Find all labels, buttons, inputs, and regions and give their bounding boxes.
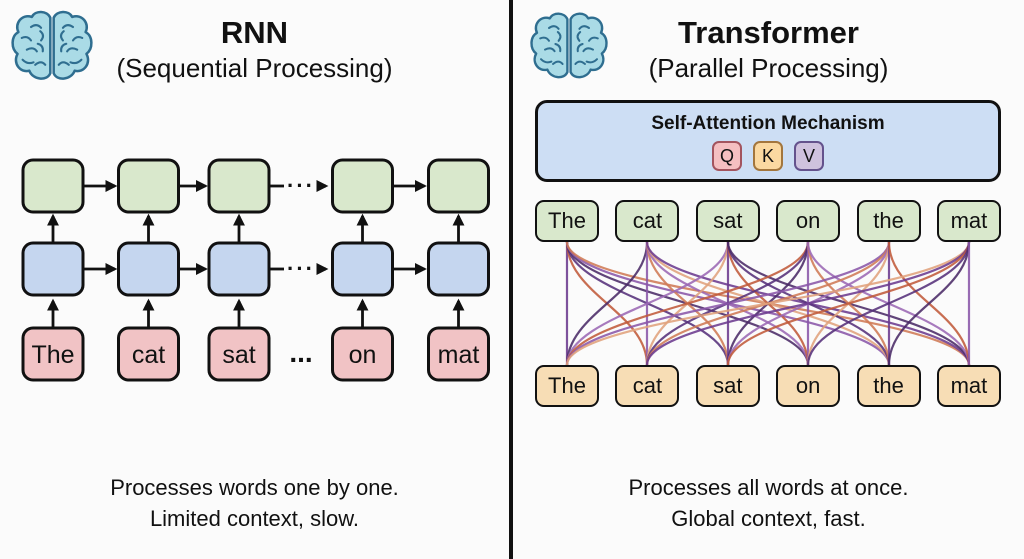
rnn-diagram: ··· ··· ... The cat sat on mat <box>21 158 490 382</box>
transformer-caption-line1: Processes all words at once. <box>628 475 909 500</box>
transformer-header: Transformer (Parallel Processing) <box>513 0 1024 85</box>
rnn-caption-line1: Processes words one by one. <box>110 475 399 500</box>
rnn-caption-line2: Limited context, slow. <box>149 506 360 531</box>
rnn-output-box <box>207 158 271 214</box>
transformer-top-word: mat <box>936 200 1001 242</box>
rnn-output-box <box>331 158 394 214</box>
rnn-input-word: sat <box>222 341 255 369</box>
rnn-input-word: The <box>31 341 74 369</box>
qkv-chip-row: Q K V <box>538 141 998 171</box>
rnn-hidden-box <box>427 241 490 297</box>
rnn-hidden-box <box>21 241 85 297</box>
rnn-panel: RNN (Sequential Processing) <box>0 0 509 559</box>
transformer-bottom-word: mat <box>936 365 1001 407</box>
transformer-subtitle: (Parallel Processing) <box>648 53 889 83</box>
attention-line <box>565 242 730 365</box>
brain-icon <box>10 6 94 90</box>
rnn-caption: Processes words one by one. Limited cont… <box>0 472 509 534</box>
rnn-input-row <box>21 326 490 382</box>
rnn-output-box <box>427 158 490 214</box>
transformer-bottom-word: sat <box>695 365 760 407</box>
attention-line <box>645 242 971 365</box>
attention-line <box>887 242 971 365</box>
attention-line <box>726 242 971 365</box>
rnn-header: RNN (Sequential Processing) <box>0 0 509 85</box>
rnn-input-word: on <box>349 341 377 369</box>
ellipsis-dots: ··· <box>287 173 315 198</box>
panel-divider <box>509 0 513 559</box>
self-attention-box: Self-Attention Mechanism Q K V <box>535 100 1001 182</box>
k-chip: K <box>753 141 783 171</box>
transformer-bottom-word-row: The cat sat on the mat <box>535 365 1001 407</box>
attention-line <box>565 242 649 365</box>
transformer-caption-line2: Global context, fast. <box>671 506 866 531</box>
rnn-output-box <box>21 158 85 214</box>
rnn-up-arrows-top <box>47 213 465 243</box>
rnn-hidden-box <box>117 241 180 297</box>
rnn-title: RNN <box>220 15 289 50</box>
rnn-input-word: mat <box>438 341 480 369</box>
rnn-hidden-box <box>331 241 394 297</box>
transformer-top-word: cat <box>615 200 680 242</box>
attention-line <box>565 242 971 365</box>
rnn-hidden-box <box>207 241 271 297</box>
attention-line <box>565 242 891 365</box>
q-chip: Q <box>712 141 742 171</box>
v-chip: V <box>794 141 824 171</box>
rnn-input-words: The cat sat on mat <box>31 341 479 369</box>
transformer-bottom-word: The <box>535 365 599 407</box>
transformer-caption: Processes all words at once. Global cont… <box>513 472 1024 534</box>
transformer-title: Transformer <box>678 15 859 50</box>
rnn-up-arrows-bottom <box>47 298 465 328</box>
rnn-hidden-row <box>21 241 490 297</box>
attention-line <box>806 242 971 365</box>
rnn-input-word: cat <box>132 341 165 369</box>
rnn-subtitle: (Sequential Processing) <box>116 53 393 83</box>
rnn-output-box <box>117 158 180 214</box>
transformer-top-word: the <box>856 200 921 242</box>
ellipsis-dots: ··· <box>287 256 315 281</box>
transformer-top-word: The <box>535 200 599 242</box>
transformer-top-word: on <box>776 200 841 242</box>
transformer-top-word-row: The cat sat on the mat <box>535 200 1001 242</box>
transformer-bottom-word: on <box>776 365 841 407</box>
transformer-bottom-word: cat <box>615 365 680 407</box>
attention-lines <box>565 242 971 365</box>
attention-line <box>565 242 810 365</box>
self-attention-label: Self-Attention Mechanism <box>651 113 885 134</box>
ellipsis-dots: ... <box>289 337 312 368</box>
brain-icon <box>529 8 609 88</box>
transformer-top-word: sat <box>695 200 760 242</box>
transformer-panel: Transformer (Parallel Processing) Self-A… <box>513 0 1024 559</box>
transformer-bottom-word: the <box>856 365 921 407</box>
